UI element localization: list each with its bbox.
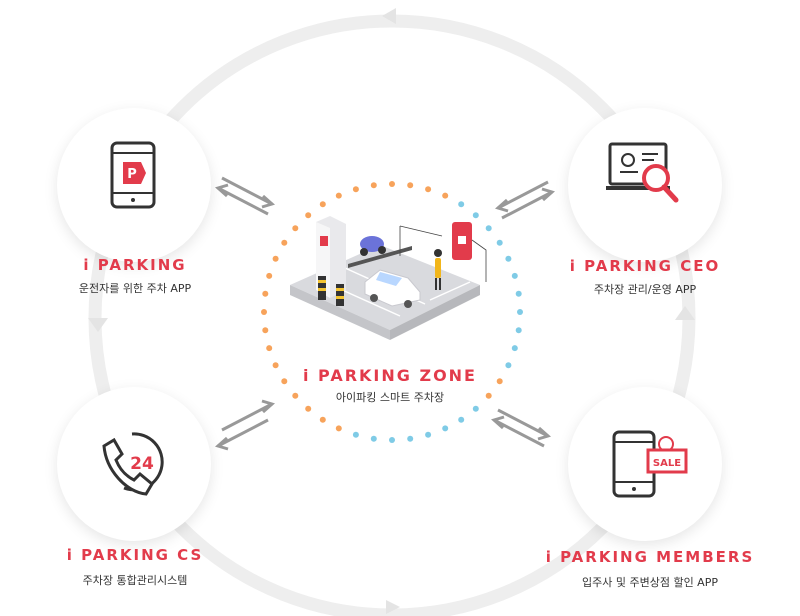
center-ring-dot bbox=[496, 239, 503, 246]
cs-24-text: 24 bbox=[130, 454, 154, 474]
center-ring-dot bbox=[272, 362, 279, 369]
ring-arrow-bottom bbox=[386, 600, 400, 614]
arrow-parking-center bbox=[214, 176, 276, 216]
center-ring-dot bbox=[305, 405, 312, 412]
ring-arrow-right bbox=[675, 306, 695, 320]
center-ring-dot bbox=[442, 425, 449, 432]
center-ring-dot bbox=[515, 327, 522, 334]
center-ring-dot bbox=[389, 181, 395, 187]
center-ring-dot bbox=[407, 182, 414, 189]
center-ring-dot bbox=[472, 212, 479, 219]
title-parking: i PARKING bbox=[83, 256, 187, 274]
ring-arrow-left bbox=[88, 318, 108, 332]
center-ring-dot bbox=[389, 437, 395, 443]
phone-24-icon: 24 bbox=[102, 432, 164, 496]
subtitle-members: 입주사 및 주변상점 할인 APP bbox=[582, 576, 718, 589]
center-ring-dot bbox=[352, 431, 359, 438]
center-ring-dot bbox=[458, 201, 465, 208]
monitor-search-icon bbox=[606, 142, 679, 203]
center-ring-dot bbox=[281, 239, 288, 246]
center-ring-dot bbox=[496, 378, 503, 385]
smartphone-p-icon: P bbox=[110, 141, 156, 209]
subtitle-cs: 주차장 통합관리시스템 bbox=[82, 574, 188, 587]
center-ring-dot bbox=[425, 431, 432, 438]
center-ring-dot bbox=[407, 435, 414, 442]
center-ring-dot bbox=[485, 225, 492, 232]
center-ring-dot bbox=[319, 201, 326, 208]
center-ring-dot bbox=[262, 327, 269, 334]
center-ring-dot bbox=[425, 186, 432, 193]
center-ring-dot bbox=[292, 225, 299, 232]
node-circle-cs bbox=[57, 387, 211, 541]
ring-arrow-top bbox=[382, 8, 396, 24]
subtitle-center-zone: 아이파킹 스마트 주차장 bbox=[335, 391, 445, 404]
node-circle-members bbox=[568, 387, 722, 541]
title-center-zone: i PARKING ZONE bbox=[303, 366, 477, 385]
title-members: i PARKING MEMBERS bbox=[545, 548, 755, 566]
center-ring-dot bbox=[485, 392, 492, 399]
subtitle-ceo: 주차장 관리/운영 APP bbox=[593, 283, 697, 296]
arrow-cs-center bbox=[214, 399, 276, 451]
center-ring-dot bbox=[505, 362, 512, 369]
center-dotted-ring bbox=[261, 181, 523, 443]
arrow-members-center bbox=[490, 408, 552, 448]
center-ring-dot bbox=[335, 192, 342, 199]
sale-text: SALE bbox=[653, 458, 681, 469]
title-ceo: i PARKING CEO bbox=[569, 257, 721, 275]
center-ring-dot bbox=[370, 182, 377, 189]
center-ring-dot bbox=[266, 272, 273, 279]
p-logo-text: P bbox=[127, 167, 137, 182]
center-ring-dot bbox=[511, 272, 518, 279]
center-ring-dot bbox=[515, 290, 522, 297]
center-ring-dot bbox=[458, 416, 465, 423]
node-circle-parking bbox=[57, 108, 211, 262]
center-ring-dot bbox=[511, 345, 518, 352]
center-ring-dot bbox=[517, 309, 523, 315]
center-ring-dot bbox=[442, 192, 449, 199]
subtitle-parking: 운전자를 위한 주차 APP bbox=[78, 282, 192, 295]
center-ring-dot bbox=[272, 255, 279, 262]
center-ring-dot bbox=[335, 425, 342, 432]
title-cs: i PARKING CS bbox=[66, 546, 204, 564]
center-ring-dot bbox=[370, 435, 377, 442]
center-ring-dot bbox=[261, 309, 267, 315]
parking-lot-illustration bbox=[290, 216, 487, 340]
center-ring-dot bbox=[262, 290, 269, 297]
center-ring-dot bbox=[281, 378, 288, 385]
center-ring-dot bbox=[319, 416, 326, 423]
arrow-ceo-center bbox=[494, 180, 556, 220]
center-ring-dot bbox=[352, 186, 359, 193]
center-ring-dot bbox=[472, 405, 479, 412]
center-ring-dot bbox=[505, 255, 512, 262]
center-ring-dot bbox=[305, 212, 312, 219]
smartphone-sale-icon: SALE bbox=[612, 430, 688, 498]
center-ring-dot bbox=[266, 345, 273, 352]
center-ring-dot bbox=[292, 392, 299, 399]
